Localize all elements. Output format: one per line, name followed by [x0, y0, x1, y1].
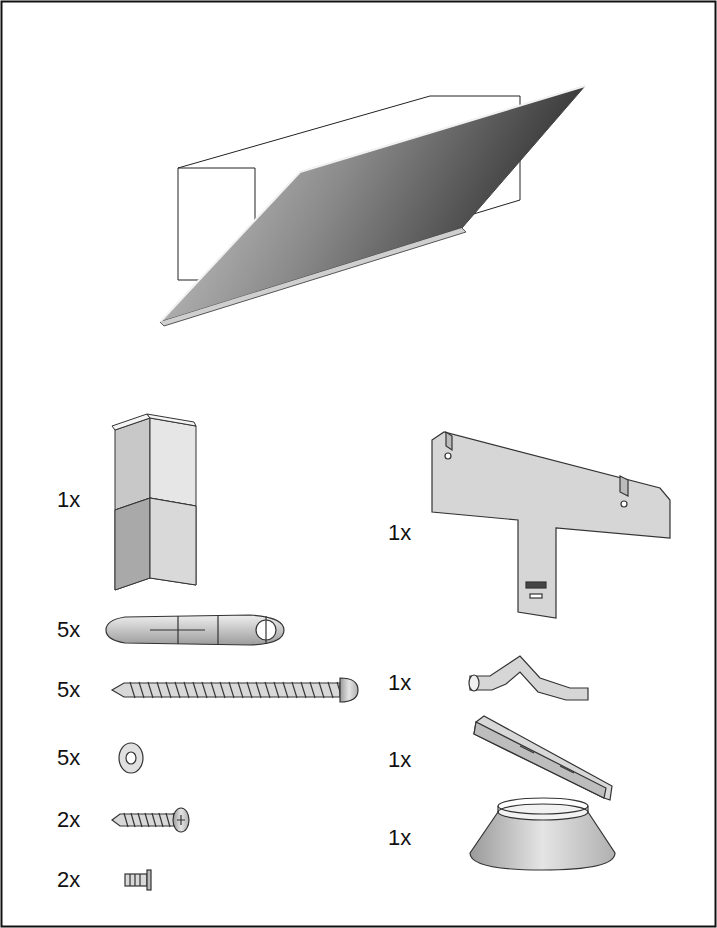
quantity-label: 1x: [388, 522, 411, 544]
thread: [283, 682, 288, 698]
rail: [474, 716, 612, 800]
thread: [211, 682, 216, 698]
thread: [166, 813, 170, 827]
hood: [160, 86, 585, 326]
thread: [292, 682, 297, 698]
thread: [145, 813, 149, 827]
duct-collar: [470, 798, 615, 870]
quantity-label: 5x: [57, 619, 80, 641]
thread: [159, 813, 163, 827]
long-screw: [112, 678, 358, 702]
thread: [265, 682, 270, 698]
thread: [310, 682, 315, 698]
short-screw: [112, 808, 189, 832]
thread: [220, 682, 225, 698]
quantity-label: 5x: [57, 679, 80, 701]
quantity-label: 2x: [57, 869, 80, 891]
washer: [119, 743, 143, 773]
mounting-bracket: [432, 432, 670, 618]
thread: [256, 682, 261, 698]
thread: [319, 682, 324, 698]
quantity-label: 1x: [388, 672, 411, 694]
thread: [139, 682, 144, 698]
thread: [131, 813, 135, 827]
thread: [130, 682, 135, 698]
thread: [301, 682, 306, 698]
thread: [124, 813, 128, 827]
quantity-label: 1x: [388, 749, 411, 771]
thread: [202, 682, 207, 698]
thread: [238, 682, 243, 698]
thread: [247, 682, 252, 698]
threaded-insert: [125, 870, 151, 890]
thread: [175, 682, 180, 698]
small-bracket: [469, 656, 588, 700]
wall-plug: [106, 615, 284, 645]
quantity-label: 5x: [57, 747, 80, 769]
thread: [152, 813, 156, 827]
thread: [166, 682, 171, 698]
thread: [138, 813, 142, 827]
thread: [193, 682, 198, 698]
thread: [274, 682, 279, 698]
thread: [328, 682, 333, 698]
thread: [157, 682, 162, 698]
quantity-label: 1x: [388, 827, 411, 849]
quantity-label: 2x: [57, 809, 80, 831]
thread: [229, 682, 234, 698]
thread: [148, 682, 153, 698]
chimney: [112, 414, 196, 590]
thread: [184, 682, 189, 698]
quantity-label: 1x: [57, 489, 80, 511]
